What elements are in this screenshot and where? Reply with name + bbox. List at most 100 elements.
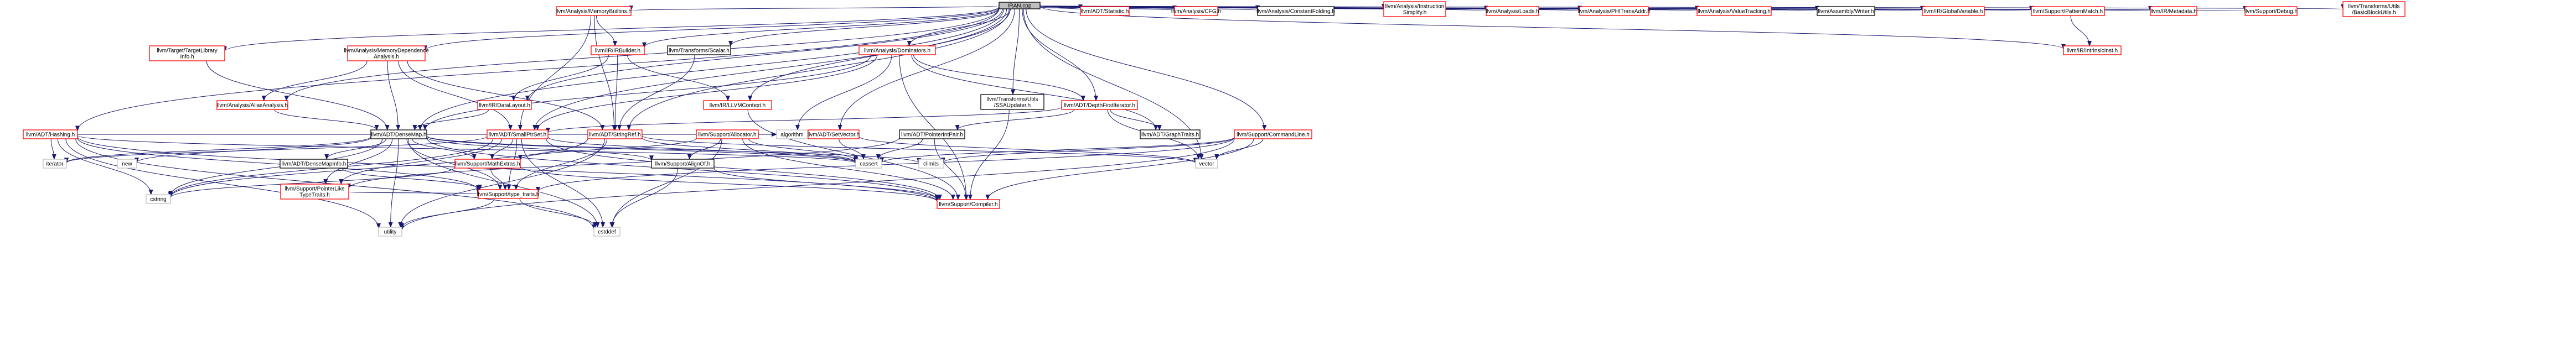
node-root[interactable]: IRAN.cpp xyxy=(999,2,1041,9)
node-label: cstring xyxy=(150,197,166,203)
node-densemapinfo[interactable]: llvm/ADT/DenseMapInfo.h xyxy=(280,159,348,169)
node-box xyxy=(1140,129,1201,139)
node-box xyxy=(2063,45,2122,55)
node-algorithm[interactable]: algorithm xyxy=(776,129,808,139)
node-label: llvm/Transforms/Utils xyxy=(987,97,1038,103)
node-box xyxy=(1817,6,1875,16)
node-typetraits[interactable]: llvm/Support/type_traits.h xyxy=(477,189,540,199)
node-box xyxy=(216,100,288,110)
edge-mathextras-to-typetraits xyxy=(490,168,508,190)
node-asmwriter[interactable]: llvm/Assembly/Writer.h xyxy=(1817,6,1875,16)
node-allocator[interactable]: llvm/Support/Allocator.h xyxy=(696,129,759,139)
node-irmetadata[interactable]: llvm/IR/Metadata.h xyxy=(2150,6,2197,16)
node-box xyxy=(980,94,1044,110)
node-label: llvm/IR/Metadata.h xyxy=(2150,9,2196,15)
node-label: llvm/Analysis/ValueTracking.h xyxy=(1698,9,1771,15)
node-setvector[interactable]: llvm/ADT/SetVector.h xyxy=(808,129,860,139)
node-label: llvm/Analysis/Loads.h xyxy=(1486,9,1539,15)
node-iterator[interactable]: iterator xyxy=(43,159,67,169)
node-label: llvm/ADT/SetVector.h xyxy=(808,132,860,138)
node-scalar[interactable]: llvm/Transforms/Scalar.h xyxy=(667,45,731,55)
edge-allocator-to-alignof xyxy=(687,138,721,160)
node-loads[interactable]: llvm/Analysis/Loads.h xyxy=(1486,6,1539,16)
node-graphtraits[interactable]: llvm/ADT/GraphTraits.h xyxy=(1140,129,1201,139)
node-label: llvm/Support/MathExtras.h xyxy=(455,161,520,168)
node-label: Info.h xyxy=(180,54,194,60)
node-datalayout[interactable]: llvm/IR/DataLayout.h xyxy=(477,100,532,110)
edge-densemap-to-densemapinfo xyxy=(324,138,386,160)
node-irbuilder[interactable]: llvm/IR/IRBuilder.h xyxy=(591,45,645,55)
edge-densemap-to-climits xyxy=(426,135,921,164)
edge-root-to-scalar xyxy=(728,8,1000,46)
node-llvmcontext[interactable]: llvm/IR/LLVMContext.h xyxy=(703,100,772,110)
node-label: llvm/Analysis/Dominators.h xyxy=(864,48,930,54)
node-box xyxy=(149,45,225,61)
edge-memdep-to-stringref xyxy=(407,60,605,130)
node-cfg[interactable]: llvm/Analysis/CFG.h xyxy=(1171,6,1221,16)
node-globalvar[interactable]: llvm/IR/GlobalVariable.h xyxy=(1922,6,1985,16)
node-ssaupdater[interactable]: llvm/Transforms/Utils/SSAUpdater.h xyxy=(980,94,1044,110)
node-depthfirst[interactable]: llvm/ADT/DepthFirstIterator.h xyxy=(1061,100,1138,110)
edge-scalar-to-stringref xyxy=(617,54,695,130)
node-valuetracking[interactable]: llvm/Analysis/ValueTracking.h xyxy=(1696,6,1772,16)
node-pointerintpair[interactable]: llvm/ADT/PointerIntPair.h xyxy=(899,129,965,139)
node-commandline[interactable]: llvm/Support/CommandLine.h xyxy=(1234,129,1312,139)
node-statistic[interactable]: llvm/ADT/Statistic.h xyxy=(1080,6,1130,16)
node-aliasanalysis[interactable]: llvm/Analysis/AliasAnalysis.h xyxy=(216,100,288,110)
node-phitrans[interactable]: llvm/Analysis/PHITransAddr.h xyxy=(1577,6,1651,16)
node-hashing[interactable]: llvm/ADT/Hashing.h xyxy=(23,129,78,139)
node-box xyxy=(696,129,759,139)
node-constfold[interactable]: llvm/Analysis/ConstantFolding.h xyxy=(1256,6,1335,16)
edge-densemap-to-mathextras xyxy=(412,138,477,160)
node-memorybuiltins[interactable]: llvm/Analysis/MemoryBuiltins.h xyxy=(556,6,632,16)
node-label: llvm/Support/PatternMatch.h xyxy=(2033,9,2103,15)
edge-hashing-to-iterator xyxy=(50,138,56,160)
node-dominators[interactable]: llvm/Analysis/Dominators.h xyxy=(858,45,936,55)
node-cstring[interactable]: cstring xyxy=(146,194,171,204)
node-utility[interactable]: utility xyxy=(378,227,402,237)
node-debug[interactable]: llvm/Support/Debug.h xyxy=(2244,6,2298,16)
edge-hashing-to-cassert xyxy=(77,135,858,164)
node-stringref[interactable]: llvm/ADT/StringRef.h xyxy=(587,129,643,139)
node-label: vector xyxy=(1199,161,1214,168)
node-label: cstddef xyxy=(598,229,615,236)
node-densemap[interactable]: llvm/ADT/DenseMap.h xyxy=(370,129,427,139)
edge-allocator-to-cassert xyxy=(748,138,858,162)
node-mathextras[interactable]: llvm/Support/MathExtras.h xyxy=(454,159,521,169)
node-box xyxy=(556,6,632,16)
edge-depthfirst-to-graphtraits xyxy=(1110,109,1162,130)
node-label: utility xyxy=(384,229,397,236)
node-label: llvm/ADT/Hashing.h xyxy=(26,132,75,138)
node-new[interactable]: new xyxy=(117,159,137,169)
edge-irbuilder-to-datalayout xyxy=(511,54,609,101)
node-alignof[interactable]: llvm/Support/AlignOf.h xyxy=(651,159,715,169)
edge-smallptrset-to-cassert xyxy=(547,137,858,163)
node-box xyxy=(937,199,1000,209)
graph-nodes: IRAN.cpp llvm/Analysis/MemoryBuiltins.h ll… xyxy=(23,1,2406,237)
node-patternmatch[interactable]: llvm/Support/PatternMatch.h xyxy=(2031,6,2105,16)
node-basicblockutils[interactable]: llvm/Transforms/Utils/BasicBlockUtils.h xyxy=(2342,1,2406,17)
edge-densemap-to-compiler xyxy=(426,138,939,201)
node-label: llvm/Transforms/Scalar.h xyxy=(669,48,730,54)
node-label: llvm/Analysis/PHITransAddr.h xyxy=(1577,9,1650,15)
node-compiler[interactable]: llvm/Support/Compiler.h xyxy=(937,199,1000,209)
node-cassert[interactable]: cassert xyxy=(855,159,882,169)
node-label: cassert xyxy=(860,161,877,168)
node-box xyxy=(667,45,731,55)
node-box xyxy=(651,159,715,169)
node-intrinsicinst[interactable]: llvm/IR/IntrinsicInst.h xyxy=(2063,45,2122,55)
node-label: llvm/Transforms/Utils xyxy=(2349,4,2400,10)
node-label: llvm/ADT/StringRef.h xyxy=(589,132,640,138)
node-label: llvm/Support/AlignOf.h xyxy=(655,161,711,168)
node-smallptrset[interactable]: llvm/ADT/SmallPtrSet.h xyxy=(487,129,549,139)
node-climits[interactable]: climits xyxy=(918,159,944,169)
edge-root-to-statistic xyxy=(1039,4,1083,11)
node-cstddef[interactable]: cstddef xyxy=(593,227,620,237)
node-box xyxy=(370,129,427,139)
node-vector[interactable]: vector xyxy=(1195,159,1218,169)
node-box xyxy=(2342,1,2406,17)
